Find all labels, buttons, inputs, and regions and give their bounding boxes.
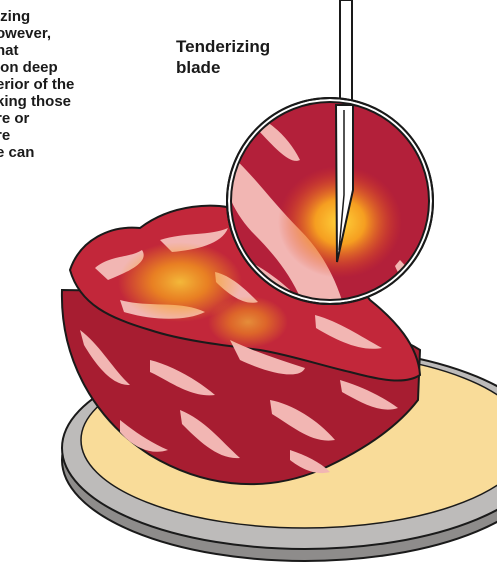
tenderizing-blade [340, 0, 352, 105]
lens-fat-strand-2 [395, 260, 430, 305]
bacteria-glow-surface-2 [208, 296, 288, 348]
blade-shaft [340, 0, 352, 105]
